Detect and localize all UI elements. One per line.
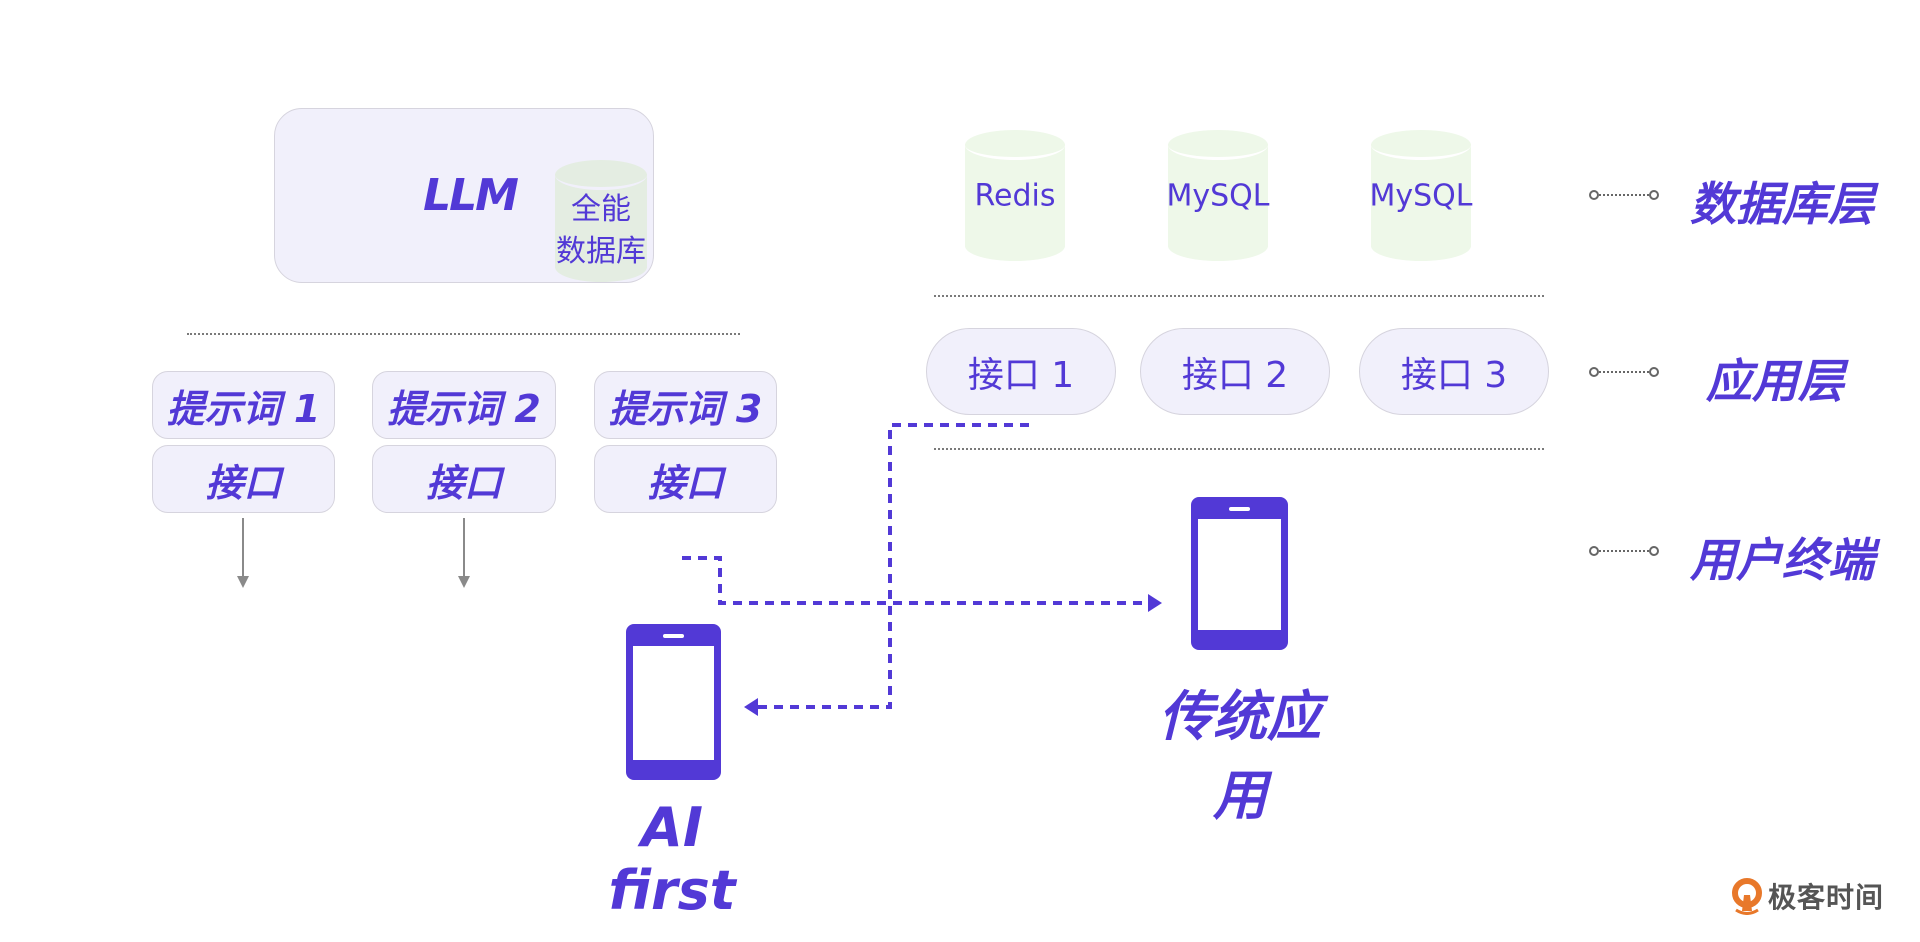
dashed-arrow-to-traditional-app [682,556,1162,612]
layer-connector-icon [1589,546,1659,556]
geektime-logo: 极客时间 [1730,876,1884,916]
universal-db-line1: 全能 [571,191,631,227]
prompt-api-tile-1: 接口 [152,445,335,513]
api-pill-2: 接口 2 [1140,328,1330,415]
universal-database-icon: 全能 数据库 [555,160,647,282]
prompt-api-tile-2: 接口 [372,445,556,513]
prompt-tile-1: 提示词 1 [152,371,335,439]
database-layer-divider [934,295,1544,297]
database-label: Redis [974,178,1056,213]
prompt-api-tile-3: 接口 [594,445,777,513]
left-divider [187,333,740,335]
database-cylinder-redis: Redis [965,130,1065,261]
geektime-logo-text: 极客时间 [1768,881,1885,914]
traditional-app-label: 传统应用 [1159,685,1321,827]
prompt-tile-3: 提示词 3 [594,371,777,439]
database-label: MySQL [1166,178,1270,213]
layer-label-database: 数据库层 [1690,177,1874,231]
down-arrow-prompt-2 [458,518,470,588]
api-pill-1: 接口 1 [926,328,1116,415]
database-cylinder-mysql-2: MySQL [1369,130,1473,261]
geektime-logo-icon [1732,878,1762,915]
database-cylinder-mysql-1: MySQL [1166,130,1270,261]
layer-label-terminal: 用户终端 [1690,533,1874,587]
dashed-arrow-to-ai-first-app [744,423,1029,716]
traditional-app-phone-icon [1191,497,1288,650]
database-label: MySQL [1369,178,1473,213]
ai-first-phone-icon [626,624,721,780]
layer-label-application: 应用层 [1706,354,1844,408]
universal-db-line2: 数据库 [556,233,646,269]
prompt-tile-2: 提示词 2 [372,371,556,439]
application-layer-divider [934,448,1544,450]
layer-connector-icon [1589,367,1659,377]
ai-first-label: AI first [608,796,736,922]
down-arrow-prompt-1 [237,518,249,588]
layer-connector-icon [1589,190,1659,200]
api-pill-3: 接口 3 [1359,328,1549,415]
llm-label: LLM [423,170,519,221]
